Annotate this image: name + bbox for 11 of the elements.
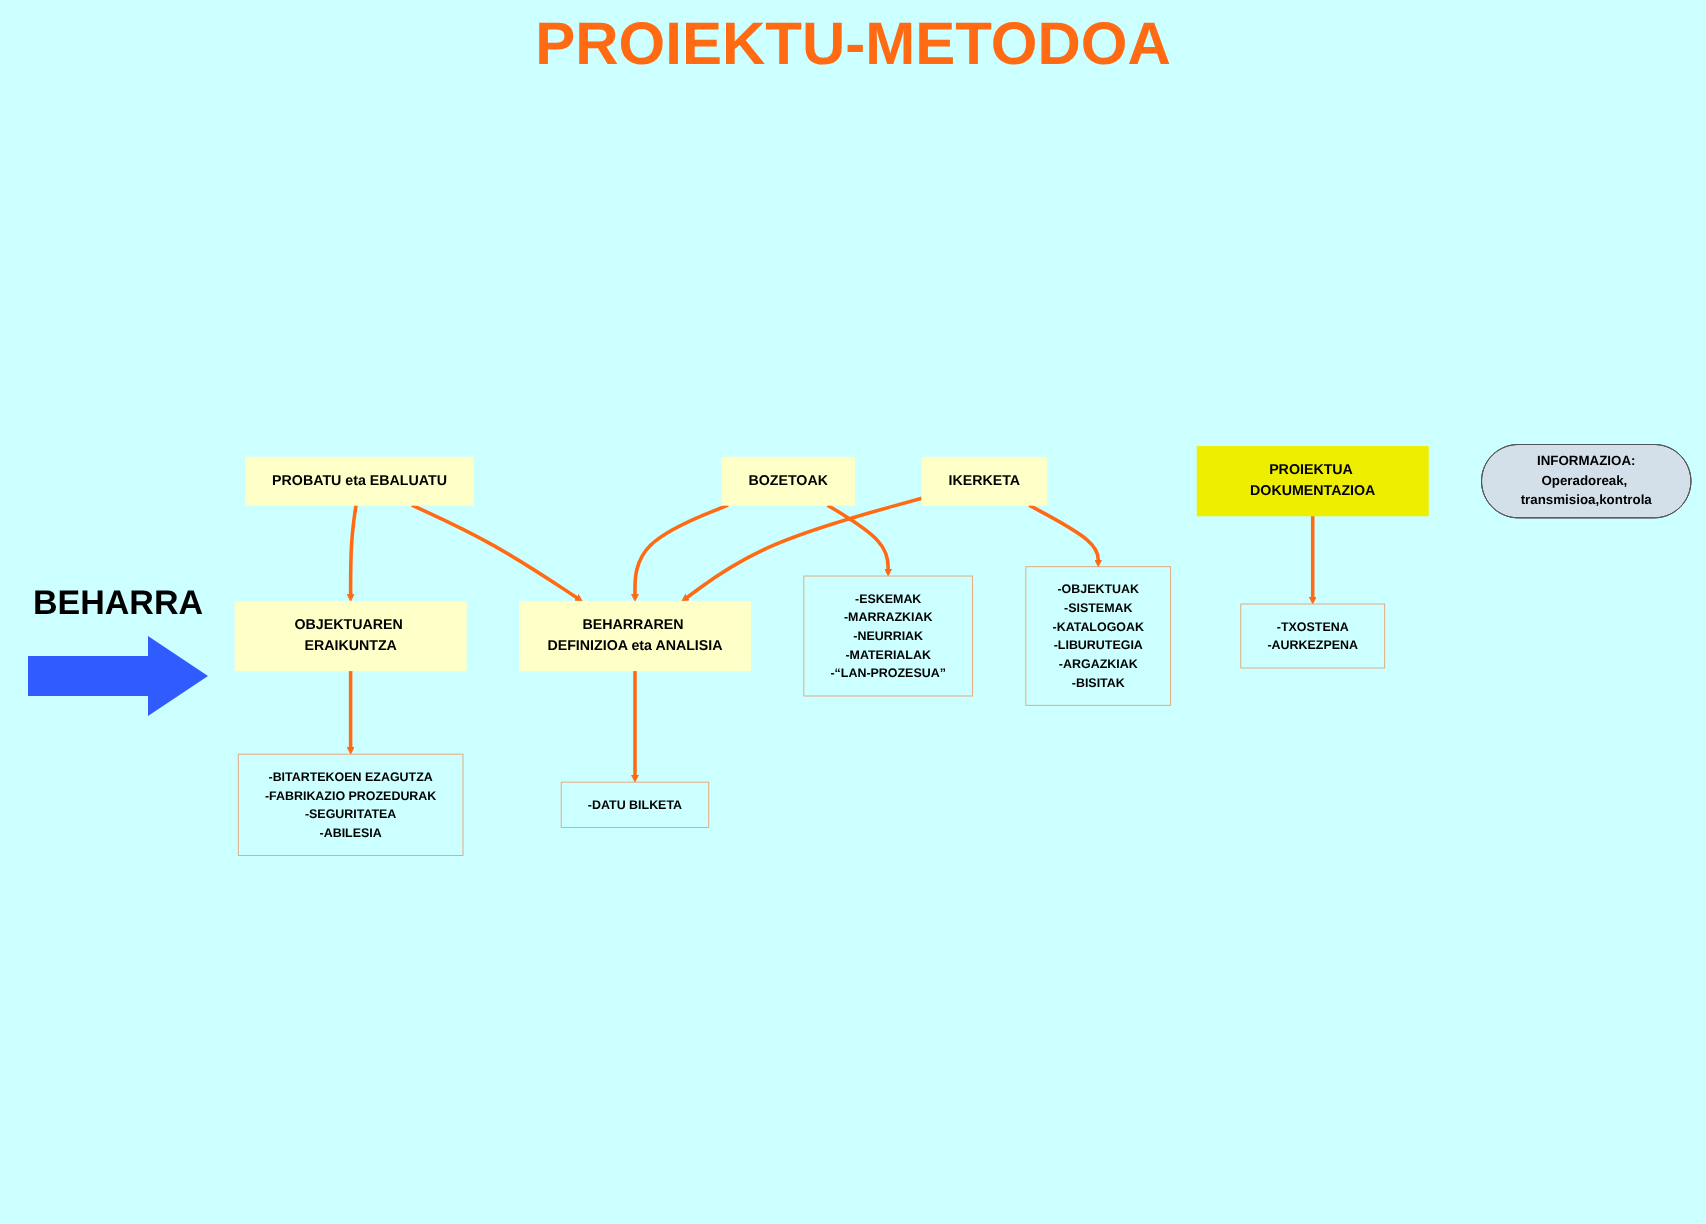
- arrow: [826, 503, 893, 577]
- stage-label: BEHARRA: [33, 584, 203, 624]
- arrow: [346, 504, 358, 602]
- arrow: [681, 496, 923, 602]
- arrow: [631, 670, 639, 783]
- arrow: [1308, 515, 1317, 605]
- arrow: [346, 670, 355, 755]
- arrow: [631, 503, 729, 602]
- arrow: [1028, 503, 1103, 568]
- arrow: [411, 503, 583, 602]
- diagram-title: PROIEKTU-METODOA: [535, 12, 1171, 80]
